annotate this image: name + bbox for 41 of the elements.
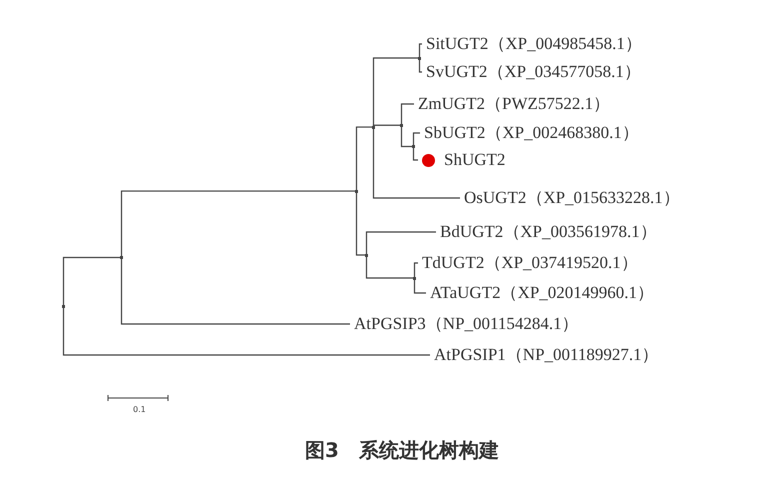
tree-branch: [372, 127, 460, 199]
taxon-label: AtPGSIP3（NP_001154284.1）: [354, 314, 579, 334]
tree-branch: [412, 146, 418, 161]
taxon-label: SitUGT2（XP_004985458.1）: [426, 34, 642, 54]
tree-branch: [120, 190, 355, 258]
tree-branch: [356, 126, 372, 192]
taxon-label: TdUGT2（XP_037419520.1）: [422, 253, 638, 273]
tree-branch: [400, 103, 414, 126]
tree-branch: [62, 306, 430, 356]
branch-node: [365, 254, 368, 256]
tree-branch: [372, 124, 400, 128]
branch-node: [418, 56, 421, 60]
tree-branch: [120, 258, 350, 325]
tree-branch: [62, 256, 120, 306]
tree-branch: [356, 191, 365, 256]
branch-node: [355, 190, 358, 193]
tree-branch: [366, 231, 436, 255]
tree-branch: [366, 255, 413, 279]
tree-branch: [414, 262, 418, 278]
taxon-label: OsUGT2（XP_015633228.1）: [464, 188, 680, 208]
branch-node: [62, 304, 65, 308]
taxon-label: AtPGSIP1（NP_001189927.1）: [434, 345, 659, 365]
figure-caption: 图3 系统进化树构建: [305, 437, 499, 464]
branch-node: [413, 276, 416, 280]
taxon-label: SvUGT2（XP_034577058.1）: [426, 62, 641, 82]
taxon-label: BdUGT2（XP_003561978.1）: [440, 222, 657, 242]
branch-node: [400, 124, 403, 127]
taxon-label: SbUGT2（XP_002468380.1）: [424, 123, 639, 143]
scale-label: 0.1: [133, 405, 146, 414]
tree-branch: [400, 125, 412, 148]
tree-branch: [372, 57, 418, 128]
taxon-label: ZmUGT2（PWZ57522.1）: [418, 94, 610, 114]
tree-branch: [418, 43, 422, 58]
taxon-label: ATaUGT2（XP_020149960.1）: [430, 283, 654, 303]
taxon-label: ShUGT2: [444, 150, 506, 170]
branch-node: [412, 145, 415, 148]
tree-branch: [412, 132, 420, 146]
branch-node: [120, 256, 123, 260]
branch-node: [372, 126, 375, 129]
tree-branch: [414, 278, 426, 294]
tree-branch: [418, 58, 422, 73]
